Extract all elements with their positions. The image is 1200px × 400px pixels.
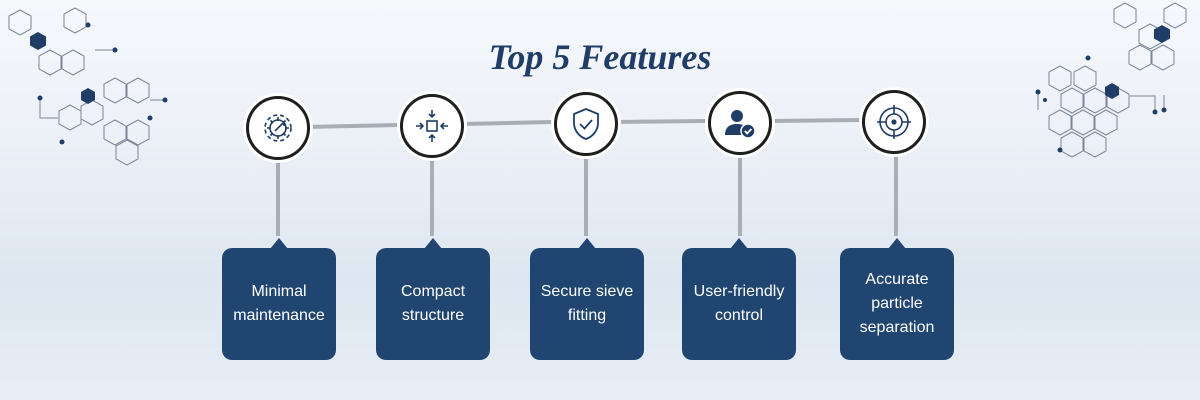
compact-arrows-icon	[416, 110, 448, 142]
feature-node-2	[400, 94, 464, 158]
diagram-title: Top 5 Features	[488, 37, 712, 77]
shield-check-icon	[573, 108, 599, 140]
stem-1	[276, 158, 280, 236]
feature-card-1: Minimal maintenance	[222, 238, 336, 360]
feature-card-3: Secure sieve fitting	[530, 238, 644, 360]
stem-5	[894, 152, 898, 236]
hexagon-decoration-left	[8, 7, 168, 166]
feature-card-2: Compact structure	[376, 238, 490, 360]
connector-3-4	[614, 119, 708, 124]
feature-label-4: User-friendly control	[693, 283, 785, 324]
feature-label-2: Compact structure	[400, 283, 466, 324]
target-crosshair-icon	[877, 105, 911, 139]
connector-2-3	[460, 120, 554, 126]
feature-node-4	[708, 91, 772, 155]
feature-label-1: Minimal maintenance	[233, 283, 325, 324]
hexagon-decoration-right	[1035, 2, 1187, 158]
feature-card-4: User-friendly control	[682, 238, 796, 360]
feature-node-1	[246, 96, 310, 160]
stem-3	[584, 154, 588, 236]
connector-1-2	[302, 123, 400, 129]
feature-label-3: Secure sieve fitting	[540, 283, 634, 324]
stem-4	[738, 153, 742, 236]
gear-maintenance-icon	[264, 114, 292, 142]
feature-card-5: Accurate particle separation	[840, 238, 954, 360]
stem-2	[430, 156, 434, 236]
feature-label-5: Accurate particle separation	[859, 271, 935, 336]
connector-4-5	[768, 118, 862, 123]
feature-node-5	[862, 90, 926, 154]
user-check-icon	[725, 110, 756, 139]
feature-node-3	[554, 92, 618, 156]
